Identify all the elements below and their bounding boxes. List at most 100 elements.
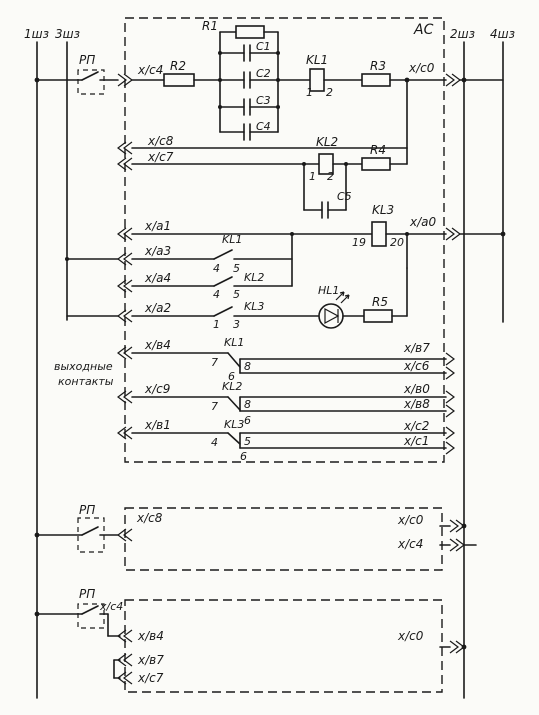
- pin-o3-c: 6: [240, 450, 247, 463]
- label-sw-kl3: KL3: [244, 300, 264, 313]
- label-kl1: KL1: [306, 53, 328, 67]
- m3-conn-xc7: x/c7: [137, 671, 164, 685]
- conn-xc7: x/c7: [147, 150, 174, 164]
- resistor-r4: [361, 157, 391, 171]
- conn-xc4: x/c4: [137, 63, 163, 77]
- label-o-kl1: KL1: [224, 336, 244, 349]
- conn-xc9: x/c9: [144, 382, 170, 396]
- pin-sw1-a: 4: [213, 262, 220, 275]
- conn-xa2: x/a2: [144, 301, 171, 315]
- labels: 1шз 3шз 2шз 4шз АС РП РП РП R2 R1 C1 C2 …: [24, 19, 515, 685]
- pin-kl1-2: 2: [326, 86, 333, 99]
- label-c3: C3: [256, 94, 271, 107]
- conn-xa0: x/a0: [409, 215, 436, 229]
- capacitor-c1: [219, 44, 279, 62]
- pin-o1-b: 8: [244, 360, 251, 373]
- bus-label-3: 3шз: [55, 27, 80, 41]
- label-sw-kl1: KL1: [222, 233, 242, 246]
- label-o-kl2: KL2: [222, 380, 242, 393]
- module-2: [34, 517, 477, 553]
- conn-xc2: x/c2: [403, 419, 429, 433]
- led-hl1: [318, 303, 344, 329]
- label-c2: C2: [256, 67, 271, 80]
- label-o-kl3: KL3: [224, 418, 244, 431]
- conn-xb8: x/в8: [403, 397, 430, 411]
- m3-conn-xc4: x/c4: [99, 600, 123, 613]
- rp-label-mid: РП: [79, 503, 95, 517]
- rp-contact-top: [77, 69, 105, 95]
- conn-xc6: x/c6: [403, 359, 430, 373]
- m3-conn-xb4: x/в4: [137, 629, 164, 643]
- output-contacts-label-1: выходные: [54, 360, 113, 373]
- pin-o2-c: 6: [244, 414, 251, 427]
- capacitor-c3: [219, 98, 279, 116]
- label-c5: C5: [337, 190, 352, 203]
- pin-kl2-2: 2: [327, 170, 334, 183]
- relay-coil-kl3: [371, 221, 387, 247]
- label-r5: R5: [372, 295, 388, 309]
- conn-xc0: x/c0: [408, 61, 435, 75]
- pin-kl2-1: 1: [309, 170, 316, 183]
- label-r3: R3: [370, 59, 386, 73]
- label-r2: R2: [170, 59, 186, 73]
- conn-xa3: x/a3: [144, 244, 171, 258]
- output-contacts: [117, 346, 455, 455]
- conn-xc1: x/c1: [403, 434, 429, 448]
- block-label: АС: [413, 22, 434, 38]
- label-sw-kl2: KL2: [244, 271, 264, 284]
- resistor-r1: [235, 25, 265, 39]
- label-kl2: KL2: [316, 135, 338, 149]
- capacitor-c4: [219, 123, 279, 141]
- pin-sw2-a: 4: [213, 288, 220, 301]
- pin-kl1-1: 1: [306, 86, 313, 99]
- conn-xa4: x/a4: [144, 271, 171, 285]
- m2-conn-xc0: x/c0: [397, 513, 424, 527]
- label-r4: R4: [370, 143, 386, 157]
- pin-sw3-a: 1: [213, 318, 220, 331]
- m2-conn-xc4: x/c4: [397, 537, 423, 551]
- m3-conn-xb7: x/в7: [137, 653, 164, 667]
- pin-kl3-19: 19: [352, 236, 366, 249]
- conn-xb0: x/в0: [403, 382, 430, 396]
- rc-network: [218, 25, 280, 141]
- pin-o1-c: 6: [228, 370, 235, 383]
- switch-rows: [65, 232, 408, 329]
- conn-xb4: x/в4: [144, 338, 171, 352]
- label-r1: R1: [202, 19, 218, 33]
- main-line: [34, 68, 504, 92]
- pin-o2-a: 7: [211, 400, 218, 413]
- m3-conn-xc0: x/c0: [397, 629, 424, 643]
- pin-sw3-b: 3: [233, 318, 240, 331]
- conn-xb1: x/в1: [144, 418, 171, 432]
- bus-lines: [36, 41, 504, 699]
- resistor-r5: [363, 309, 393, 323]
- pin-sw2-b: 5: [233, 288, 240, 301]
- bus-label-4: 4шз: [490, 27, 515, 41]
- pin-o2-b: 8: [244, 398, 251, 411]
- module-3: [34, 603, 467, 685]
- capacitor-c2: [219, 71, 279, 89]
- module-boundaries: [124, 17, 445, 693]
- conn-xa1: x/a1: [144, 219, 171, 233]
- m2-conn-xc8: x/c8: [136, 511, 163, 525]
- conn-xc8: x/c8: [147, 134, 174, 148]
- kl3-section: [117, 221, 506, 269]
- output-contacts-label-2: контакты: [58, 375, 114, 388]
- kl2-section: [117, 79, 408, 219]
- bus-label-1: 1шз: [24, 27, 49, 41]
- label-hl1: HL1: [318, 284, 339, 297]
- pin-kl3-20: 20: [390, 236, 404, 249]
- pin-sw1-b: 5: [233, 262, 240, 275]
- pin-o3-b: 5: [244, 435, 251, 448]
- pin-o1-a: 7: [211, 356, 218, 369]
- conn-xb7: x/в7: [403, 341, 430, 355]
- rp-label-bottom: РП: [79, 587, 95, 601]
- bus-label-2: 2шз: [450, 27, 475, 41]
- label-c1: C1: [256, 40, 271, 53]
- label-kl3: KL3: [372, 203, 394, 217]
- rp-label-top: РП: [79, 53, 95, 67]
- label-c4: C4: [256, 120, 271, 133]
- pin-o3-a: 4: [211, 436, 218, 449]
